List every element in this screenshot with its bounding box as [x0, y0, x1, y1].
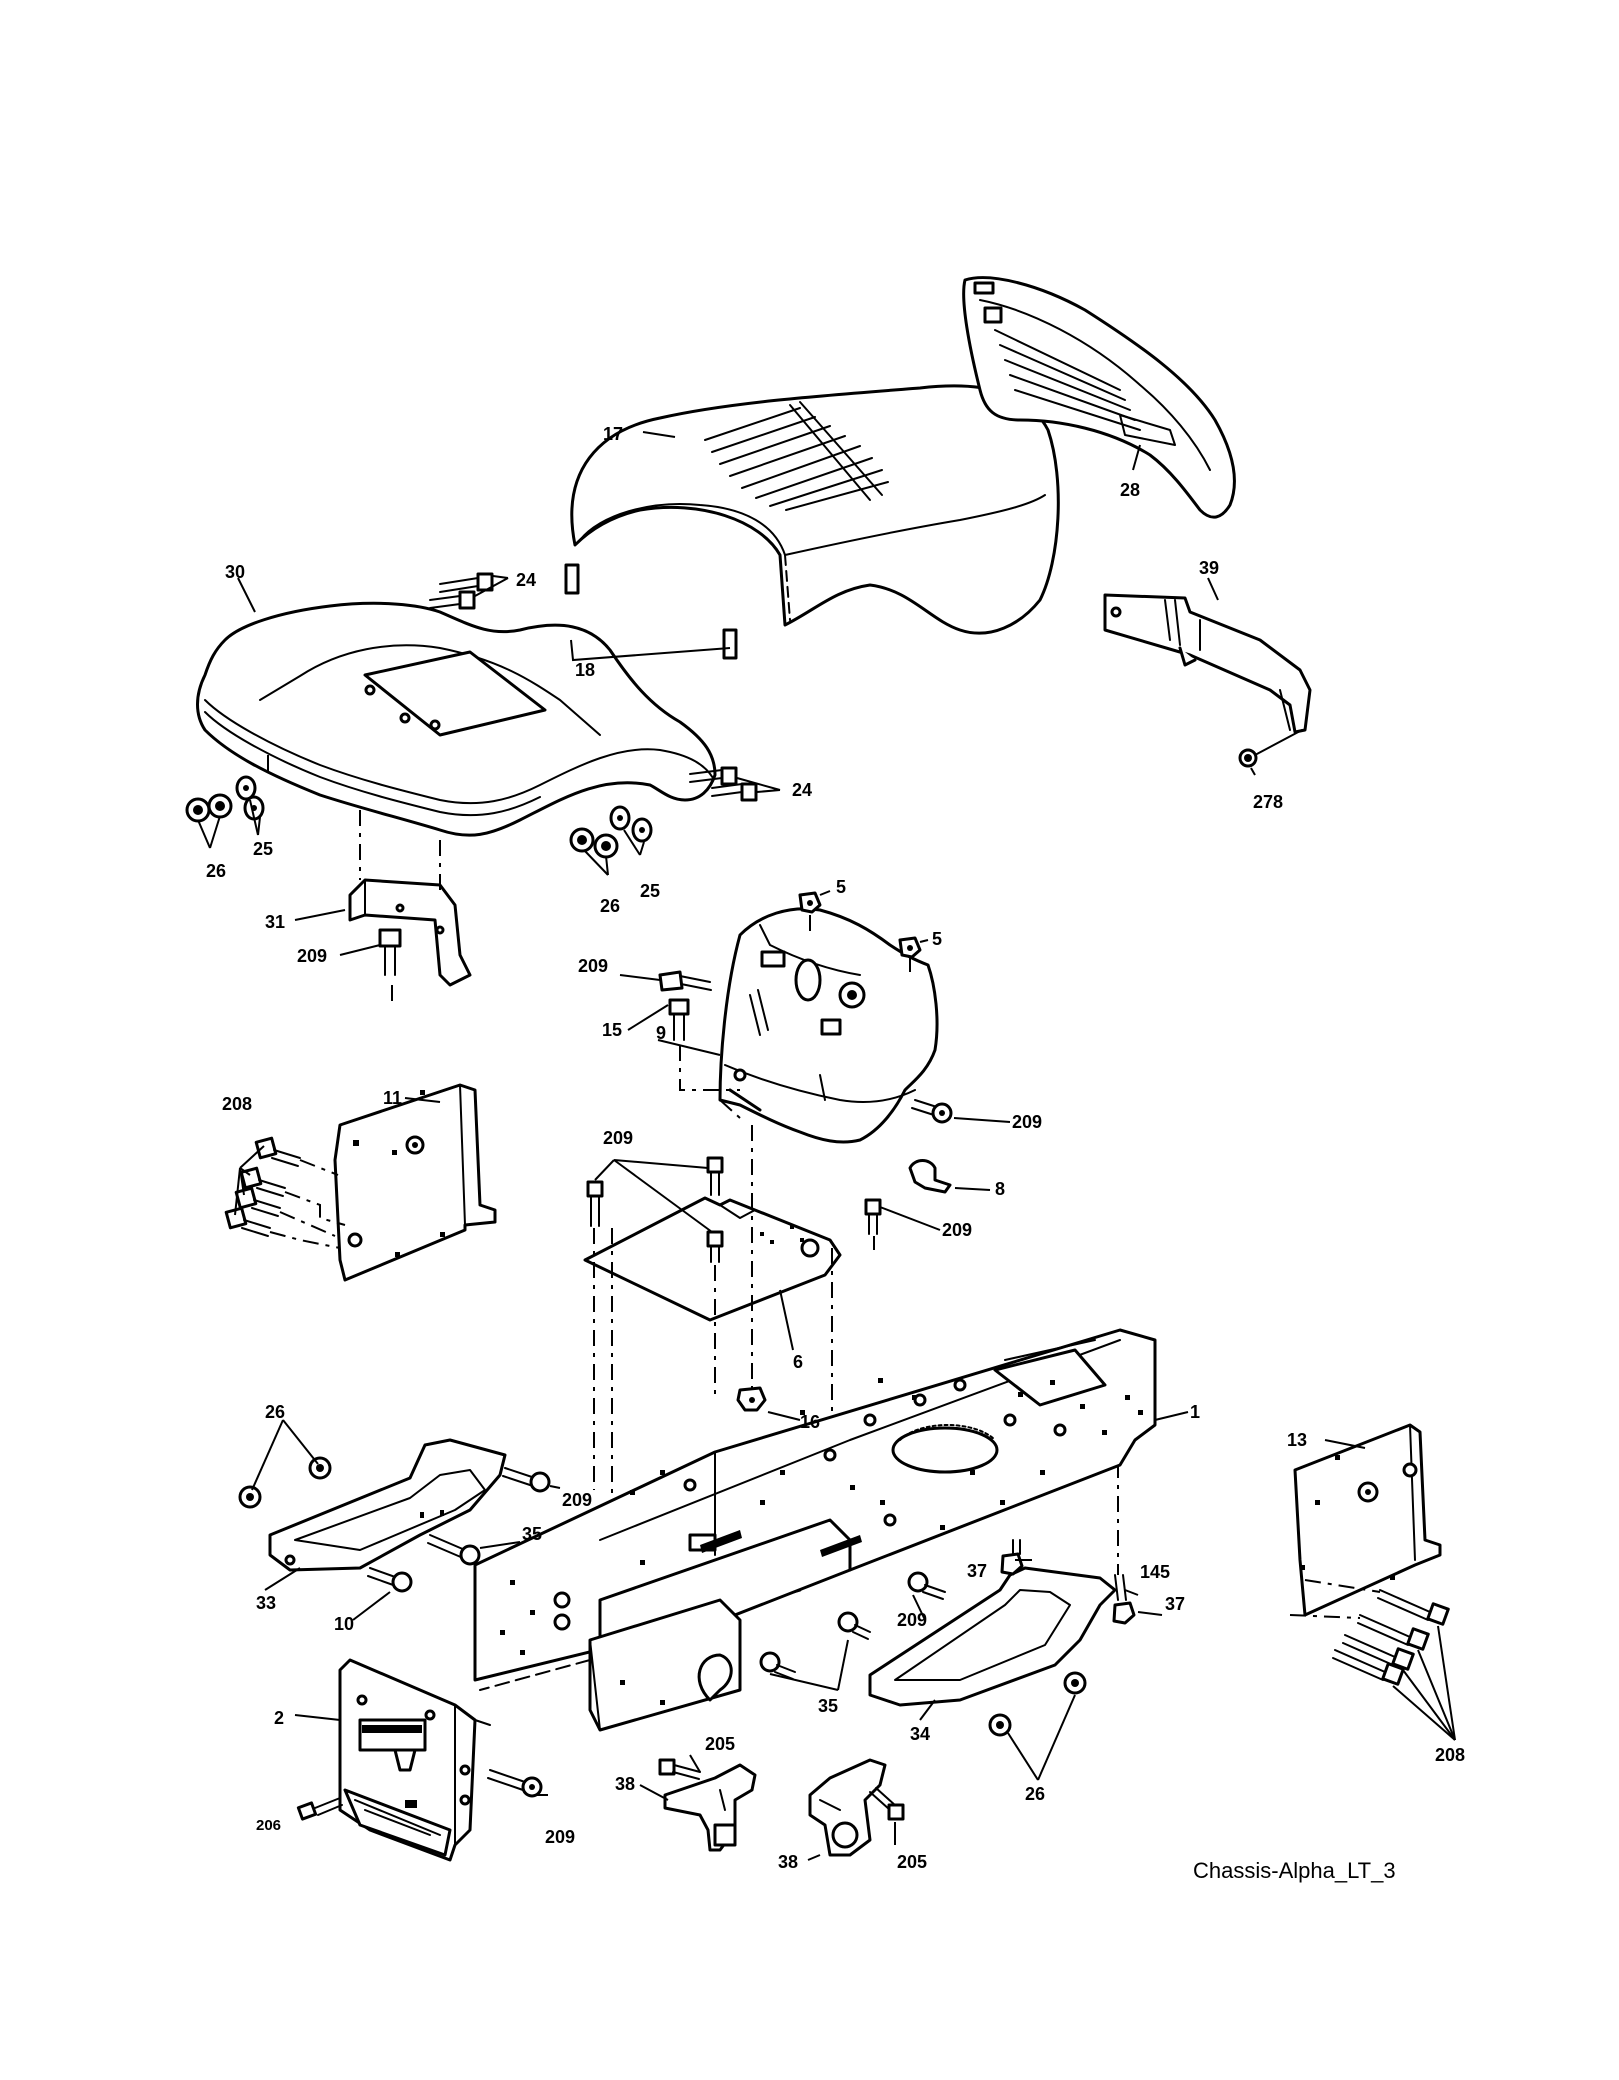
callout-labels: 17 28 30 24 18 39 24 278 25 26 25 26 31 …	[206, 424, 1465, 1883]
label-16: 16	[800, 1412, 820, 1432]
bolts-part-208-left	[224, 1136, 346, 1249]
label-209: 209	[603, 1128, 633, 1148]
screw-209-a	[378, 928, 402, 976]
label-15: 15	[602, 1020, 622, 1040]
label-24: 24	[516, 570, 536, 590]
label-209: 209	[297, 946, 327, 966]
screw-part-15	[668, 998, 740, 1091]
nut-part-16	[736, 1386, 767, 1412]
label-209: 209	[562, 1490, 592, 1510]
label-8: 8	[995, 1179, 1005, 1199]
label-31: 31	[265, 912, 285, 932]
front-panel-part-2	[338, 1658, 491, 1862]
bolt-35-a	[427, 1534, 481, 1566]
screw-205-a	[658, 1758, 701, 1780]
bolts-35-b	[759, 1611, 871, 1680]
label-26: 26	[1025, 1784, 1045, 1804]
label-39: 39	[1199, 558, 1219, 578]
label-25: 25	[253, 839, 273, 859]
label-6: 6	[793, 1352, 803, 1372]
grille-part-28	[962, 276, 1236, 519]
frame-part-1	[473, 1328, 1157, 1732]
washers-nuts-right	[569, 805, 653, 859]
washers-nuts-left	[185, 775, 265, 823]
screw-205-b	[869, 1787, 905, 1821]
label-18: 18	[575, 660, 595, 680]
hood-clip-part-18	[564, 563, 738, 660]
label-209: 209	[942, 1220, 972, 1240]
label-35: 35	[522, 1524, 542, 1544]
bracket-part-38-right	[808, 1758, 887, 1857]
label-28: 28	[1120, 480, 1140, 500]
label-33: 33	[256, 1593, 276, 1613]
side-panel-part-13	[1293, 1423, 1442, 1617]
label-1: 1	[1190, 1402, 1200, 1422]
label-209: 209	[897, 1610, 927, 1630]
label-37: 37	[1165, 1594, 1185, 1614]
screw-part-278	[1238, 729, 1303, 768]
label-24: 24	[792, 780, 812, 800]
label-26: 26	[265, 1402, 285, 1422]
side-panel-part-11	[333, 1083, 497, 1282]
label-38: 38	[615, 1774, 635, 1794]
nuts-26-right-footrest	[988, 1671, 1087, 1737]
label-10: 10	[334, 1614, 354, 1634]
footrest-part-33	[268, 1438, 507, 1572]
label-9: 9	[656, 1023, 666, 1043]
alignment-lines-fender	[267, 755, 441, 1005]
label-13: 13	[1287, 1430, 1307, 1450]
bolts-part-24	[429, 572, 758, 802]
label-30: 30	[225, 562, 245, 582]
label-209: 209	[578, 956, 608, 976]
plate-part-6	[583, 1196, 842, 1322]
footrest-part-34	[868, 1566, 1117, 1707]
label-206: 206	[256, 1817, 281, 1834]
label-35: 35	[818, 1696, 838, 1716]
label-11: 11	[383, 1088, 402, 1108]
label-2: 2	[274, 1708, 284, 1728]
bolt-part-10	[367, 1567, 413, 1593]
screw-209-b	[658, 970, 712, 992]
label-26: 26	[600, 896, 620, 916]
screw-209-h	[487, 1769, 543, 1798]
label-37: 37	[967, 1561, 987, 1581]
clip-part-8	[908, 1159, 952, 1194]
bracket-part-39	[1103, 593, 1312, 734]
label-5: 5	[836, 877, 846, 897]
label-25: 25	[640, 881, 660, 901]
bolts-part-208-right	[1289, 1579, 1450, 1686]
label-208: 208	[1435, 1745, 1465, 1765]
label-205: 205	[897, 1852, 927, 1872]
label-205: 205	[705, 1734, 735, 1754]
screws-209-plate	[586, 1156, 882, 1263]
label-17: 17	[603, 424, 623, 444]
label-209: 209	[545, 1827, 575, 1847]
screw-part-206	[296, 1797, 343, 1821]
diagram-caption: Chassis-Alpha_LT_3	[1193, 1858, 1396, 1883]
label-38: 38	[778, 1852, 798, 1872]
hood-part-17	[570, 384, 1060, 635]
fender-bracket-part-31	[348, 878, 472, 987]
label-5: 5	[932, 929, 942, 949]
nuts-part-5	[798, 891, 922, 972]
leader-lines	[197, 431, 1456, 1861]
label-209: 209	[1012, 1112, 1042, 1132]
label-26: 26	[206, 861, 226, 881]
label-34: 34	[910, 1724, 930, 1744]
fender-part-30	[196, 601, 717, 837]
screw-209-g	[907, 1571, 946, 1600]
screw-209-c	[911, 1099, 953, 1124]
label-208: 208	[222, 1094, 252, 1114]
screw-209-f	[502, 1467, 551, 1493]
nuts-26-left-footrest	[238, 1456, 332, 1509]
bracket-part-38-left	[663, 1763, 757, 1852]
label-278: 278	[1253, 792, 1283, 812]
label-145: 145	[1140, 1562, 1170, 1582]
dash-panel-part-9	[718, 907, 939, 1144]
